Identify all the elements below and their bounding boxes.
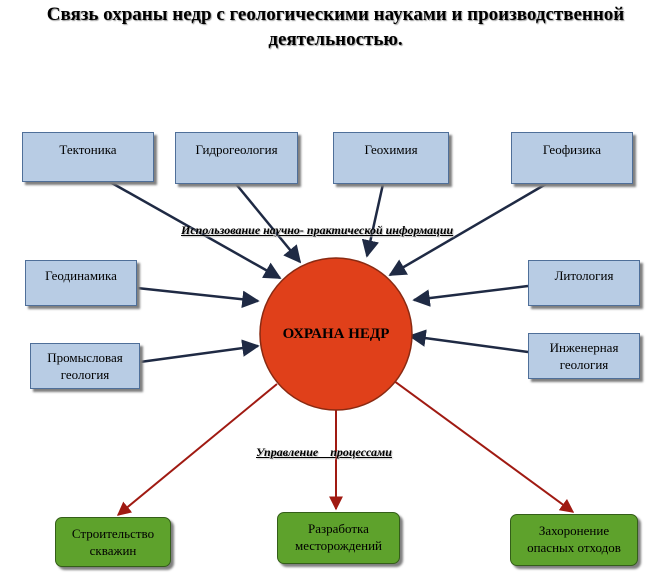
node-geochemistry: Геохимия bbox=[333, 132, 449, 184]
node-waste-burial: Захоронение опасных отходов bbox=[510, 514, 638, 566]
arrow-geochemistry bbox=[361, 183, 385, 258]
arrow-waste-burial bbox=[389, 377, 575, 513]
node-geodynamics: Геодинамика bbox=[25, 260, 137, 306]
label-information-use: Использование научно- практической инфор… bbox=[181, 223, 454, 237]
label-process-control: Управление процессами bbox=[256, 445, 392, 459]
node-label: Захоронение опасных отходов bbox=[527, 523, 621, 555]
node-label: Геохимия bbox=[364, 142, 418, 157]
node-label: Геодинамика bbox=[45, 268, 117, 283]
arrow-lithology bbox=[412, 284, 529, 307]
node-label: Промысловая геология bbox=[47, 350, 123, 382]
arrow-geodynamics bbox=[136, 286, 260, 309]
arrow-hydrogeology bbox=[235, 183, 302, 264]
node-petroleum-geology: Промысловая геология bbox=[30, 343, 140, 389]
node-lithology: Литология bbox=[528, 260, 640, 306]
arrow-well-construction bbox=[116, 383, 278, 516]
node-tectonics: Тектоника bbox=[22, 132, 154, 182]
node-label: Гидрогеология bbox=[195, 142, 278, 157]
center-node: ОХРАНА НЕДР bbox=[261, 259, 411, 409]
node-hydrogeology: Гидрогеология bbox=[175, 132, 298, 184]
node-label: Разработка месторождений bbox=[294, 521, 382, 553]
node-label: Геофизика bbox=[542, 142, 602, 157]
arrow-petroleum-geology bbox=[139, 339, 260, 364]
arrow-geophysics bbox=[388, 182, 547, 277]
node-engineering-geology: Инженерная геология bbox=[528, 333, 640, 379]
node-label: Литология bbox=[554, 268, 614, 283]
node-label: Тектоника bbox=[59, 142, 117, 157]
arrow-tectonics bbox=[109, 180, 282, 280]
node-label: Инженерная геология bbox=[549, 340, 619, 372]
node-geophysics: Геофизика bbox=[511, 132, 633, 184]
node-label: Строительство скважин bbox=[71, 526, 155, 558]
center-circle bbox=[259, 257, 413, 411]
node-well-construction: Строительство скважин bbox=[55, 517, 171, 567]
page-title: Связь охраны недр с геологическими наука… bbox=[46, 4, 625, 50]
arrow-engineering-geology bbox=[408, 329, 529, 354]
node-deposit-development: Разработка месторождений bbox=[277, 512, 400, 564]
center-label: ОХРАНА НЕДР bbox=[282, 326, 390, 342]
